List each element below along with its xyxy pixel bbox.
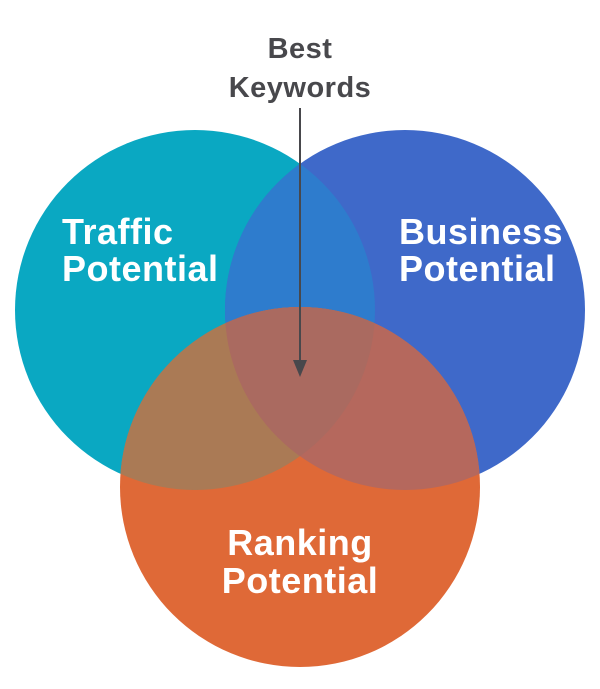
business-label-line2: Potential	[399, 248, 556, 289]
traffic-label-line2: Potential	[62, 248, 219, 289]
diagram-title: Best Keywords	[0, 30, 600, 108]
business-potential-label: Business Potential	[399, 213, 563, 287]
business-label-line1: Business	[399, 211, 564, 252]
ranking-potential-label: Ranking Potential	[0, 524, 600, 600]
traffic-label-line1: Traffic	[62, 211, 174, 252]
ranking-label-line1: Ranking	[227, 522, 373, 563]
arrow-head	[293, 360, 307, 377]
diagram-title-line1: Best	[267, 33, 333, 65]
ranking-label-line2: Potential	[221, 560, 379, 601]
best-keywords-arrow-icon	[293, 108, 307, 377]
traffic-potential-label: Traffic Potential	[62, 213, 219, 287]
diagram-title-line2: Keywords	[228, 72, 372, 104]
